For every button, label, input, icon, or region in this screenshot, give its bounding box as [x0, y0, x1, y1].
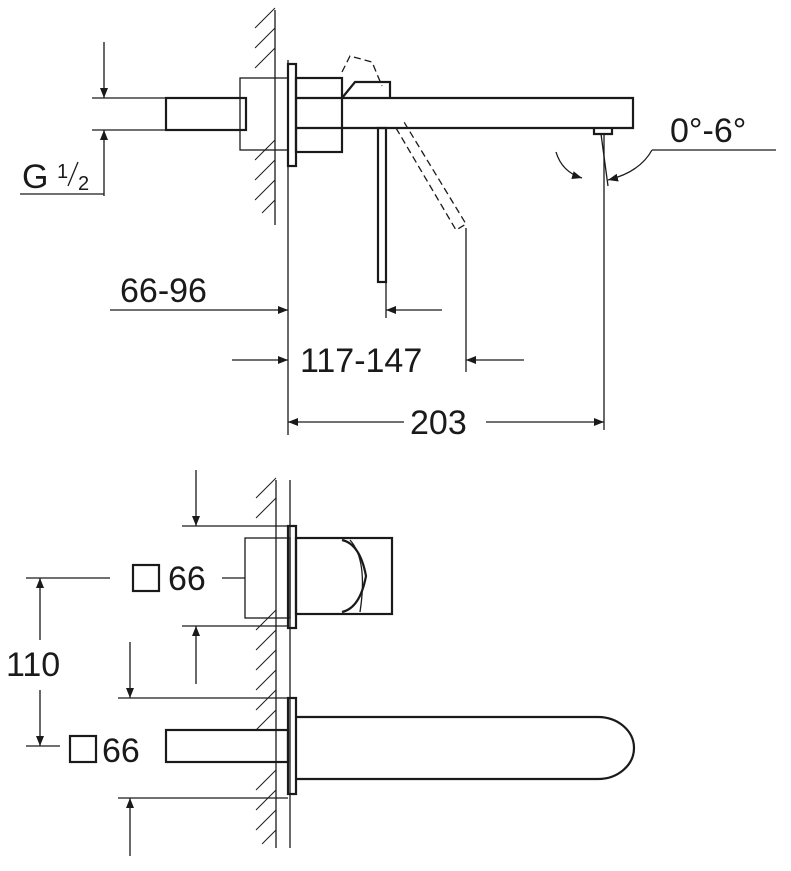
square-plate-icon-bottom — [68, 734, 98, 764]
spout-front — [296, 715, 636, 781]
square-plate-icon-top — [131, 563, 161, 593]
inlet-connection — [164, 96, 248, 132]
wall-hatch-bottom — [255, 477, 277, 845]
lever-handle — [376, 126, 388, 284]
handle-lever-face — [341, 538, 368, 614]
handle-body — [294, 536, 394, 616]
thread-fraction-denominator: 2 — [78, 173, 89, 195]
angle-arc-left — [555, 151, 583, 179]
thread-fraction-numerator: 1 — [57, 161, 68, 183]
angle-arc-right — [607, 149, 653, 182]
aerator — [592, 128, 614, 136]
thread-label: G — [22, 158, 48, 196]
spout-connection — [164, 728, 290, 764]
mixer-body — [294, 76, 344, 154]
wall-hatch-top — [254, 7, 276, 214]
side-view: G 1 2 66-96 117-147 203 — [20, 7, 776, 442]
lever-open-handle — [395, 121, 467, 231]
wall-plate — [286, 62, 298, 168]
front-view: 110 66 66 — [6, 470, 636, 856]
lever-hub — [341, 80, 392, 99]
handle-wall-plate — [286, 524, 298, 630]
dim-wall-label: 66-96 — [120, 272, 207, 310]
dim-spout-plate-label: 66 — [102, 732, 140, 770]
handle-lever-inner — [349, 539, 364, 613]
spout — [296, 96, 635, 130]
dim-angle-label: 0°-6° — [670, 112, 746, 150]
dim-spout-label: 203 — [410, 404, 467, 442]
dim-handle-plate-label: 66 — [168, 560, 206, 598]
handle-sleeve — [244, 537, 291, 619]
angle-tilt-line — [600, 133, 609, 187]
dim-lever-label: 117-147 — [300, 342, 422, 380]
dim-spacing-label: 110 — [6, 646, 60, 684]
inlet-sleeve — [239, 77, 289, 151]
thread-fraction-slash — [67, 161, 79, 187]
spout-wall-plate — [286, 696, 298, 796]
